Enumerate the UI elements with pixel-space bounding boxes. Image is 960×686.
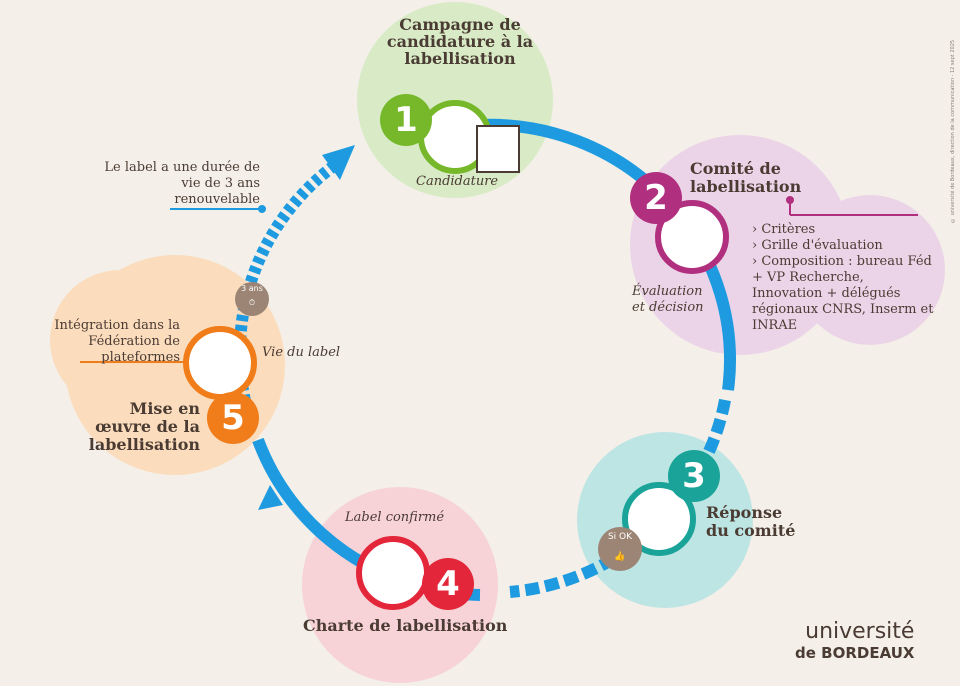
- step2-caption: Évaluation et décision: [632, 284, 704, 315]
- step4-title: Charte de labellisation: [303, 616, 508, 635]
- copyright: © université de Bordeaux, direction de l…: [950, 39, 956, 223]
- step5-number: 5: [207, 392, 259, 444]
- logo-line1: université: [805, 619, 915, 644]
- label-duration-note: Le label a une durée de vie de 3 ans ren…: [104, 160, 260, 207]
- logo-line2: de BORDEAUX: [795, 644, 915, 662]
- thumbs-up-icon: Si OK👍: [598, 527, 642, 571]
- charter-icon: [356, 536, 430, 610]
- step2-title: Comité de labellisation: [690, 159, 802, 196]
- timer-icon: 3 ans⏱: [235, 282, 269, 316]
- step4-caption: Label confirmé: [345, 510, 445, 525]
- label-seal-icon: [183, 326, 257, 400]
- step4-number: 4: [422, 558, 474, 610]
- step5-title: Mise en œuvre de la labellisation: [88, 399, 200, 454]
- document-icon: [476, 125, 520, 173]
- badge-3-ans: 3 ans: [241, 284, 263, 293]
- step1-caption: Candidature: [416, 174, 499, 189]
- badge-si-ok: Si OK: [607, 532, 633, 542]
- universite-bordeaux-logo: université de BORDEAUX: [795, 619, 915, 663]
- step5-note: Intégration dans la Fédération de platef…: [54, 318, 180, 365]
- list-item: Grille d'évaluation: [752, 238, 937, 254]
- step2-number: 2: [630, 172, 682, 224]
- step1-title: Campagne de candidature à la labellisati…: [386, 15, 534, 68]
- committee-criteria-list: Critères Grille d'évaluation Composition…: [752, 222, 937, 334]
- step3-title: Réponse du comité: [706, 503, 796, 540]
- step3-number: 3: [668, 450, 720, 502]
- step1-number: 1: [380, 94, 432, 146]
- list-item: Composition : bureau Féd + VP Recherche,…: [752, 254, 937, 334]
- list-item: Critères: [752, 222, 937, 238]
- arrow-head-icon: [322, 145, 355, 180]
- step5-caption: Vie du label: [262, 345, 341, 360]
